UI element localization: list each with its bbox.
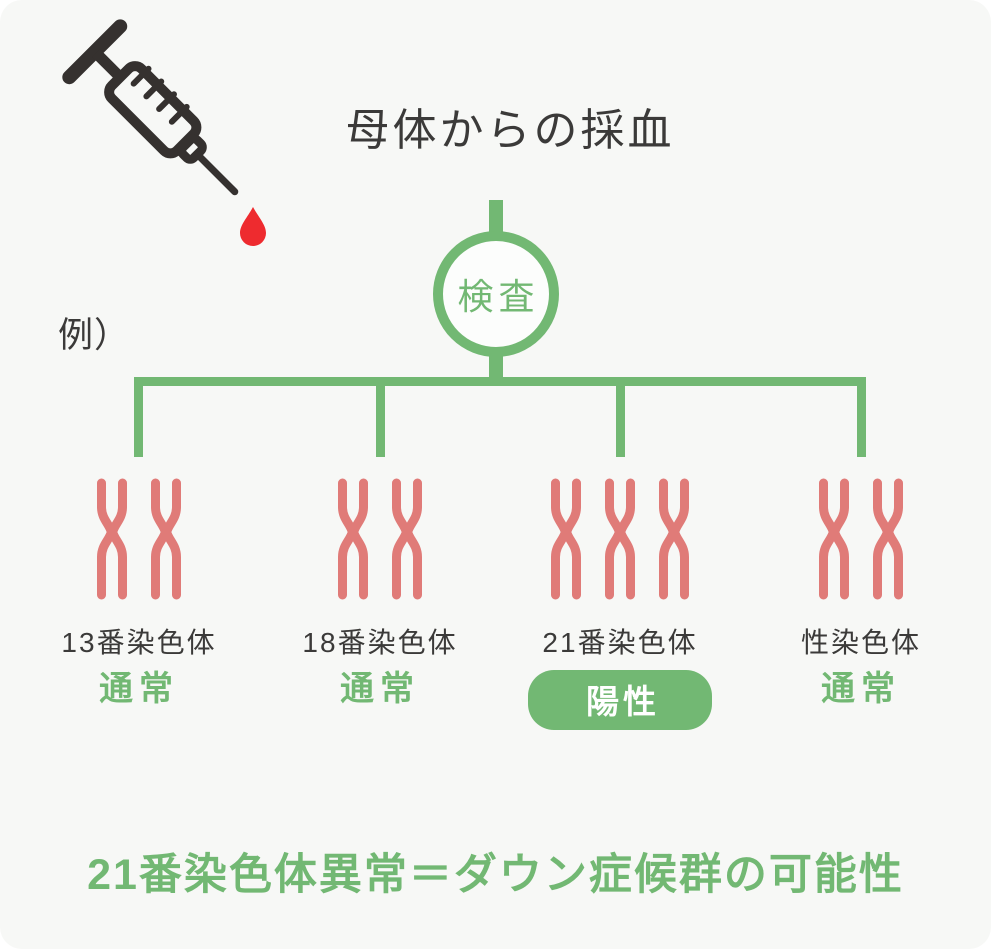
column-label: 13番染色体 [61, 627, 217, 658]
test-node: 検査 [433, 231, 559, 357]
chromosome-icon [97, 478, 127, 600]
chromosome-icon [819, 478, 849, 600]
chromosome-icon [605, 478, 635, 600]
syringe-scale-ticks [130, 65, 190, 125]
chromosome-pair [746, 477, 976, 601]
syringe-needle [194, 151, 239, 196]
status-badge: 通常 [821, 670, 901, 708]
chromosome-icon [338, 478, 368, 600]
syringe-icon [62, 19, 266, 246]
status-badge: 通常 [99, 670, 179, 708]
status-badge: 通常 [340, 670, 420, 708]
chromosome-icon [151, 478, 181, 600]
connector-horizontal-line [134, 377, 866, 386]
chromosome-icon [392, 478, 422, 600]
syringe-plunger-handle [62, 19, 128, 85]
column-label: 性染色体 [800, 627, 921, 658]
test-node-label: 検査 [457, 276, 540, 317]
chromosome-icon [873, 478, 903, 600]
chromosome-pair [24, 477, 254, 601]
column-sex-chromosome: 性染色体 通常 [746, 477, 976, 710]
example-label: 例） [58, 316, 131, 355]
column-label: 18番染色体 [302, 627, 458, 658]
chromosome-icon [551, 478, 581, 600]
chromosome-trisomy [505, 477, 735, 601]
column-chromosome-21: 21番染色体 陽性 [505, 477, 735, 730]
column-label: 21番染色体 [542, 627, 698, 658]
connector-branch-4 [857, 377, 866, 457]
page-title: 母体からの採血 [345, 106, 675, 155]
status-badge: 陽性 [528, 670, 712, 730]
column-chromosome-13: 13番染色体 通常 [24, 477, 254, 710]
connector-branch-3 [616, 377, 625, 457]
connector-stem-bottom [489, 352, 503, 385]
column-chromosome-18: 18番染色体 通常 [265, 477, 495, 710]
blood-drop-icon [240, 207, 266, 246]
conclusion-text: 21番染色体異常＝ダウン症候群の可能性 [87, 851, 904, 899]
connector-branch-1 [134, 377, 143, 457]
chromosome-pair [265, 477, 495, 601]
connector-branch-2 [376, 377, 385, 457]
chromosome-icon [659, 478, 689, 600]
